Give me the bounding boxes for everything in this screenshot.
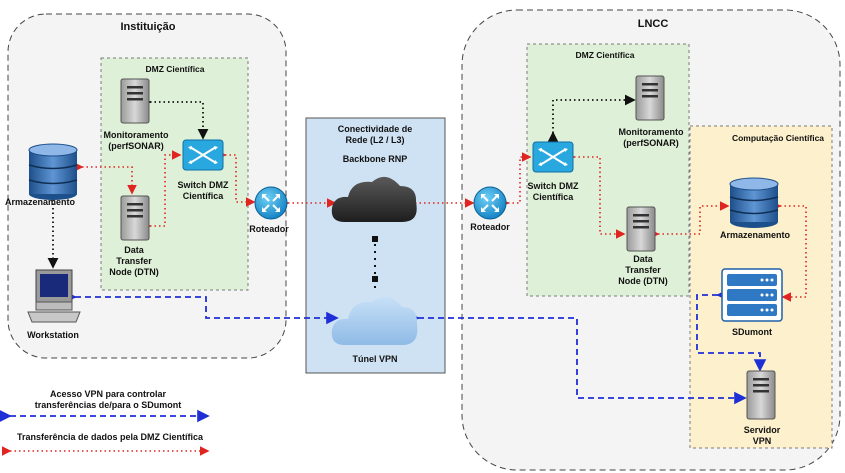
lncc-monitoring-label-1: Monitoramento bbox=[619, 127, 684, 137]
lncc-router-switch-link bbox=[500, 152, 532, 208]
lncc-monitoring-server-icon bbox=[635, 75, 665, 121]
workstation-icon bbox=[27, 269, 81, 323]
institution-title: Instituição bbox=[120, 21, 175, 33]
inst-switch-icon bbox=[182, 139, 224, 171]
lncc-dmz-title: DMZ Científica bbox=[575, 50, 634, 60]
inst-switch-router-link bbox=[217, 150, 256, 207]
inst-dtn-label-3: Node (DTN) bbox=[109, 267, 159, 277]
backbone-link-dot-bottom bbox=[372, 276, 378, 282]
sdumont-label: SDumont bbox=[732, 327, 772, 337]
lncc-switch-label-2: Científica bbox=[533, 192, 575, 202]
lncc-dtn-label-2: Transfer bbox=[625, 265, 661, 275]
inst-router-icon bbox=[254, 186, 288, 220]
lncc-storage-label: Armazenamento bbox=[720, 230, 791, 240]
lncc-monitor-switch-link bbox=[547, 94, 636, 142]
workstation-vpn-link bbox=[64, 290, 339, 325]
inst-storage-icon bbox=[28, 143, 78, 200]
sdumont-cluster-icon bbox=[721, 268, 783, 322]
lncc-title: LNCC bbox=[638, 18, 669, 30]
inst-dtn-server-icon bbox=[120, 195, 150, 241]
inst-monitoring-label-2: (perfSONAR) bbox=[108, 141, 164, 151]
lncc-router-label: Roteador bbox=[470, 222, 510, 232]
network-title-line1: Conectividade de bbox=[338, 124, 413, 134]
lncc-router-icon bbox=[473, 186, 507, 220]
lncc-dtn-label-1: Data bbox=[633, 254, 654, 264]
sdumont-vpnserver-link bbox=[696, 288, 767, 372]
lncc-switch-dtn-link bbox=[566, 152, 626, 239]
inst-dtn-switch-link bbox=[142, 150, 182, 231]
lncc-dtn-label-3: Node (DTN) bbox=[618, 276, 668, 286]
lncc-switch-label-1: Switch DMZ bbox=[528, 181, 580, 191]
inst-switch-label-2: Científica bbox=[183, 191, 225, 201]
vpn-server-icon bbox=[746, 370, 776, 420]
institution-dmz-title: DMZ Científica bbox=[145, 64, 204, 74]
inst-monitoring-server-icon bbox=[120, 78, 150, 124]
legend-vpn-label-2: transferências de/para o SDumont bbox=[35, 400, 182, 410]
network-title-line2: Rede (L2 / L3) bbox=[345, 135, 404, 145]
lncc-switch-icon bbox=[532, 141, 574, 173]
vpn-server-link bbox=[407, 311, 747, 405]
inst-monitor-switch-link bbox=[141, 96, 209, 140]
vpn-server-label-1: Servidor bbox=[744, 425, 781, 435]
inst-switch-label-1: Switch DMZ bbox=[178, 180, 230, 190]
inst-monitoring-label-1: Monitoramento bbox=[104, 130, 169, 140]
inst-storage-label: Armazenamento bbox=[5, 197, 76, 207]
vpn-server-label-2: VPN bbox=[753, 436, 772, 446]
legend-dmz-label: Transferência de dados pela DMZ Científi… bbox=[17, 432, 204, 442]
lncc-monitoring-label-2: (perfSONAR) bbox=[623, 138, 679, 148]
inst-dtn-label-1: Data bbox=[124, 245, 145, 255]
backbone-label: Backbone RNP bbox=[343, 154, 408, 164]
lncc-dtn-server-icon bbox=[626, 206, 656, 252]
inst-dtn-label-2: Transfer bbox=[116, 256, 152, 266]
legend-vpn-label-1: Acesso VPN para controlar bbox=[50, 389, 167, 399]
lncc-storage-icon bbox=[729, 177, 779, 228]
backbone-link-dot-top bbox=[372, 236, 378, 242]
vpn-cloud-icon bbox=[331, 297, 418, 345]
inst-router-label: Roteador bbox=[249, 224, 289, 234]
backbone-cloud-icon bbox=[331, 176, 417, 222]
inst-storage-dtn-link bbox=[74, 162, 137, 195]
workstation-label: Workstation bbox=[27, 330, 79, 340]
vpn-tunnel-label: Túnel VPN bbox=[352, 354, 397, 364]
compute-title: Computação Científica bbox=[732, 133, 824, 143]
